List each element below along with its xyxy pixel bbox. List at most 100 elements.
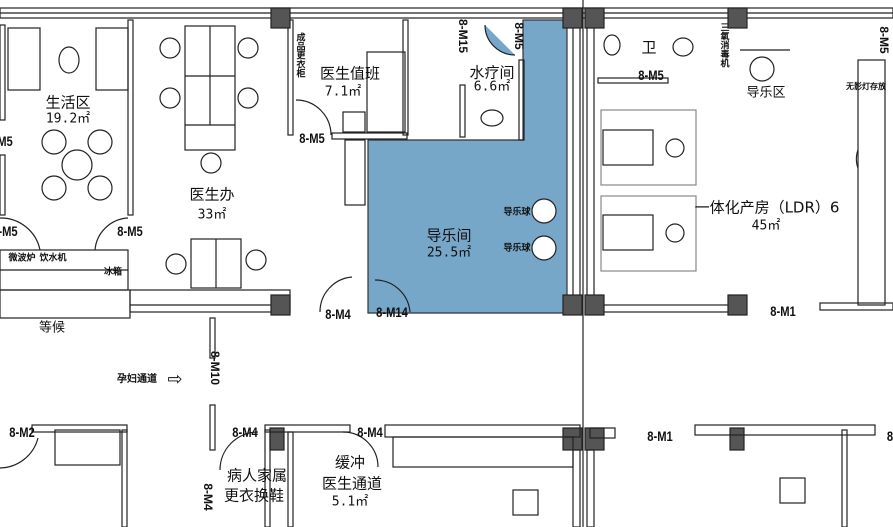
- room-name-family-2: 更衣换鞋: [223, 486, 285, 505]
- corridor-arrow-icon: ⇨: [167, 369, 183, 390]
- lower-wall: [264, 424, 351, 433]
- door-tag: M5: [0, 133, 13, 149]
- coffee-table: [58, 46, 80, 74]
- wall-living-left: [0, 24, 6, 121]
- door-tag: 8: [886, 428, 893, 444]
- wall-duty-right: [402, 19, 409, 136]
- corridor-wall-v: [209, 317, 216, 359]
- door-tag: 8-M15: [456, 18, 470, 54]
- sofa-2: [95, 27, 129, 91]
- room-name-living: 生活区: [45, 93, 91, 112]
- chair: [41, 129, 67, 155]
- door-swing: [374, 279, 411, 313]
- door-tag: 8-M14: [376, 304, 408, 320]
- central-wall-right: [586, 19, 595, 311]
- lower-bathtub: [779, 477, 806, 504]
- lower-counter: [392, 436, 574, 468]
- toilet-icon: [603, 34, 621, 56]
- column: [270, 294, 291, 316]
- hydro-sink: [480, 109, 504, 127]
- chair: [87, 129, 113, 155]
- room-area-buffer: 5.1㎡: [331, 494, 369, 510]
- central-wall-left: [572, 19, 581, 311]
- door-tag: 8-M5: [117, 223, 143, 239]
- column: [562, 7, 583, 29]
- top-wall: [0, 7, 893, 19]
- sofa-1: [7, 27, 41, 91]
- room-name-hydrotherapy: 水疗间: [469, 63, 515, 82]
- room-name-buffer-2: 医生通道: [321, 474, 383, 493]
- ldr-sink-arc: [855, 149, 859, 169]
- door-swing: [219, 431, 259, 471]
- door-tag: 8-M4: [357, 424, 383, 440]
- lower-wall: [264, 429, 271, 527]
- door-tag: 8-M1: [647, 428, 673, 444]
- office-chair: [237, 87, 259, 109]
- room-name-buffer-1: 缓冲: [334, 453, 366, 472]
- column: [727, 294, 748, 316]
- office-chair: [159, 37, 181, 59]
- doula-area-circle: [749, 56, 775, 82]
- column: [269, 427, 285, 451]
- corridor-label: 孕妇通道: [117, 374, 157, 385]
- wall-living-left-2: [0, 154, 6, 216]
- fixture-doula-ball-1: 导乐球: [503, 207, 531, 218]
- ldr-bed-2: [600, 195, 697, 272]
- room-name-doula-area: 导乐区: [746, 85, 786, 101]
- door-tag: 8-M4: [232, 424, 258, 440]
- lower-wall: [694, 424, 876, 436]
- wall-duty-left: [287, 19, 294, 136]
- lower-wall: [384, 424, 581, 438]
- door-swing: [295, 99, 332, 136]
- bed-2: [602, 214, 654, 251]
- office-chair: [237, 37, 259, 59]
- doula-ball-2: [531, 235, 557, 261]
- door-tag: 8-M5: [512, 22, 526, 50]
- lower-wall: [287, 431, 294, 527]
- fixture-lamp-storage: 无影灯存放: [846, 82, 886, 91]
- stool-2: [665, 223, 685, 243]
- door-swing: [94, 217, 129, 251]
- office-chair: [200, 152, 222, 174]
- door-swing: [0, 217, 41, 251]
- chair: [87, 175, 113, 201]
- lower-wall: [841, 429, 848, 527]
- wall-hydro-left: [459, 84, 466, 138]
- room-area-doula-room: 25.5㎡: [426, 245, 472, 261]
- stool-1: [665, 138, 685, 158]
- room-area-doctor-duty: 7.1㎡: [324, 84, 362, 100]
- doula-room-fill: [367, 19, 568, 314]
- column: [584, 427, 605, 451]
- ldr-bed-1: [600, 109, 697, 186]
- room-name-ldr: 一体化产房（LDR）6: [694, 198, 840, 217]
- door-tag: 8-M5: [299, 130, 325, 146]
- wall-doula-left: [344, 139, 366, 206]
- ldr-bottom-wall: [593, 304, 735, 313]
- door-swing: [342, 431, 379, 468]
- lower-bathtub: [512, 489, 539, 516]
- door-tag: 8-M2: [9, 424, 35, 440]
- toilet-wall: [597, 77, 669, 84]
- door-swing: [0, 437, 39, 469]
- corridor-wall-v2: [209, 404, 216, 451]
- column: [729, 427, 745, 451]
- office-chair: [159, 87, 181, 109]
- fixture-wardrobe: 成品更衣柜: [294, 32, 305, 78]
- room-name-toilet: 卫: [641, 38, 657, 57]
- door-tag: 8-M5: [638, 67, 664, 83]
- room-name-doctor-office: 医生办: [189, 185, 235, 204]
- office-chair: [165, 253, 187, 275]
- lower-wall: [589, 427, 616, 439]
- fixture-doula-ball-2: 导乐球: [503, 243, 531, 254]
- room-area-living: 19.2㎡: [45, 111, 91, 127]
- office-chair: [245, 249, 267, 271]
- wall-duty-bottom: [331, 132, 408, 140]
- duty-desk: [342, 111, 366, 133]
- fixture-disinfector: 三氧消毒机: [718, 22, 729, 68]
- room-area-hydrotherapy: 6.6㎡: [473, 79, 511, 95]
- room-area-ldr: 45㎡: [751, 218, 781, 234]
- wall-hydro-right: [518, 59, 525, 141]
- lower-wall: [586, 449, 595, 527]
